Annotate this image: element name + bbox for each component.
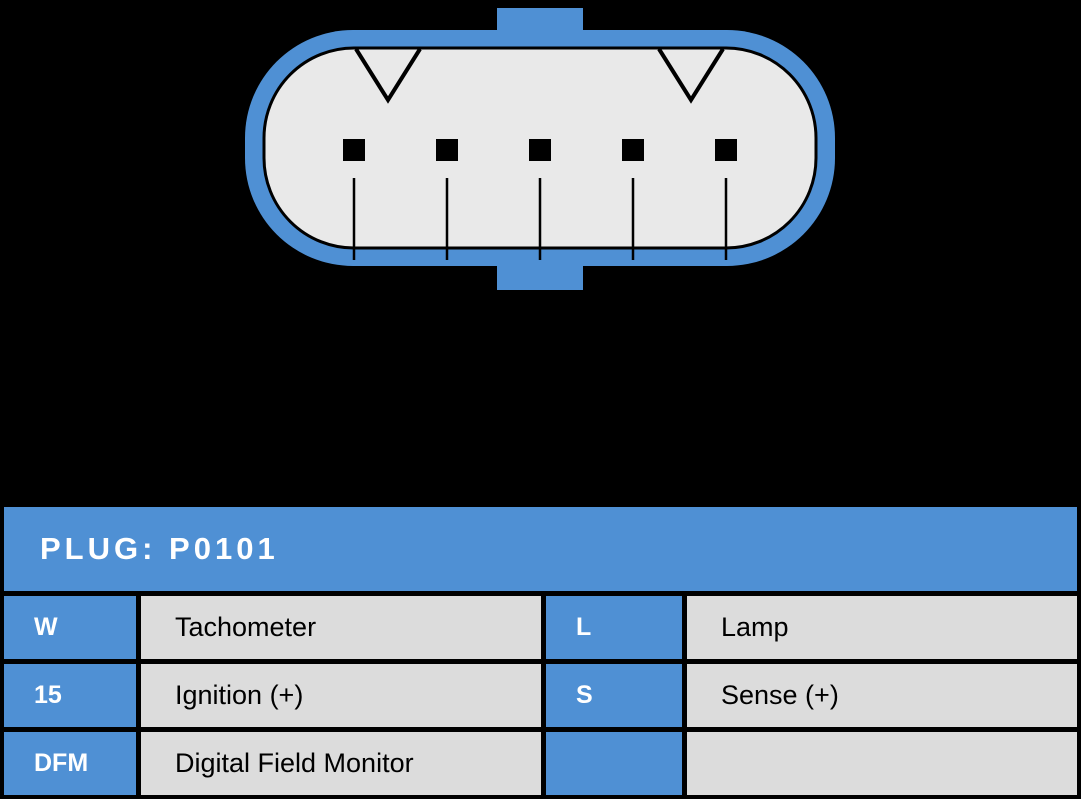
pin-5 [715,139,737,161]
pinout-table: PLUG: P0101 W Tachometer L Lamp 15 Ignit… [0,503,1081,799]
pin-2 [436,139,458,161]
keying-notch-right [657,47,725,104]
pin-1 [343,139,365,161]
pin-key-cell: L [546,596,682,659]
pin-key-cell [546,732,682,795]
pin-4 [622,139,644,161]
pin-key-cell: S [546,664,682,727]
pin-key-cell: DFM [4,732,136,795]
pin-desc-cell: Lamp [687,596,1077,659]
keying-notch-left [354,47,422,104]
connector-diagram [245,8,835,290]
pin-key-cell: 15 [4,664,136,727]
pin-desc-cell: Digital Field Monitor [141,732,541,795]
pin-desc-cell: Ignition (+) [141,664,541,727]
pin-desc-cell: Tachometer [141,596,541,659]
pinout-rows: W Tachometer L Lamp 15 Ignition (+) S Se… [4,596,1077,795]
pin-desc-cell: Sense (+) [687,664,1077,727]
pin-desc-cell [687,732,1077,795]
pin-3 [529,139,551,161]
pin-key-cell: W [4,596,136,659]
connector-svg [245,8,835,290]
plug-title: PLUG: P0101 [4,507,1077,591]
